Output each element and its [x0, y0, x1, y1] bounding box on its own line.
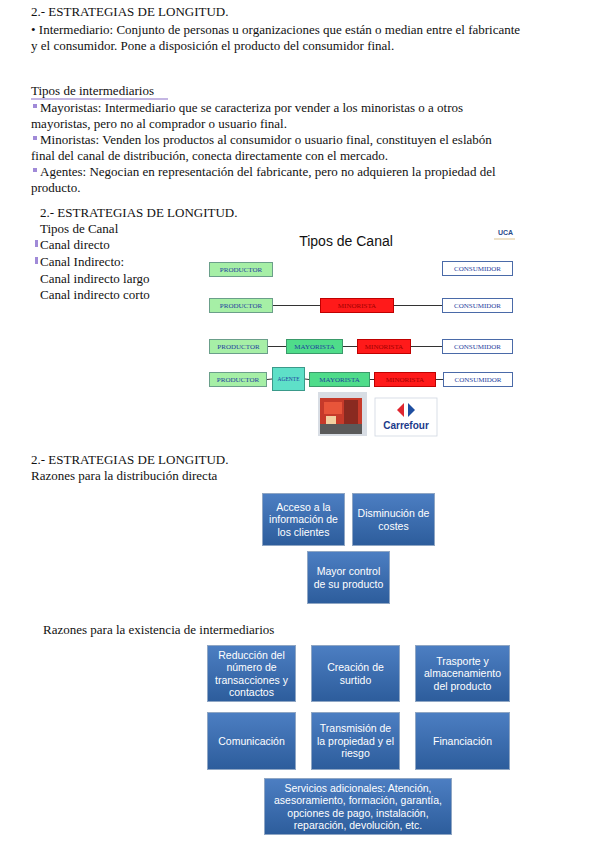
box-text: CONSUMIDOR — [454, 343, 501, 351]
channel-box: MINORISTA — [320, 298, 394, 313]
box-text: PRODUCTOR — [220, 266, 262, 274]
box-text: Disminución de costes — [357, 507, 430, 532]
channel-box: CONSUMIDOR — [442, 298, 513, 313]
box-text: MAYORISTA — [294, 343, 334, 351]
underline — [31, 98, 168, 99]
channel-box: MAYORISTA — [309, 372, 370, 387]
bullet-square — [33, 136, 37, 140]
list-item: Canal directo — [40, 237, 200, 253]
logo-background — [493, 235, 517, 245]
connector-line — [273, 305, 320, 306]
section-heading: 2.- ESTRATEGIAS DE LONGITUD. — [31, 452, 331, 468]
photo-building — [320, 398, 362, 434]
box-text: CONSUMIDOR — [454, 376, 501, 384]
reason-box: Trasporte y almacenamiento del producto — [415, 645, 510, 702]
reason-box: Reducción del número de transacciones y … — [207, 645, 296, 702]
reason-box: Comunicación — [207, 712, 296, 770]
reason-box: Transmisión de la propiedad y el riesgo — [311, 712, 400, 770]
store-photo — [318, 392, 367, 436]
connector-line — [436, 379, 443, 380]
box-text: Transmisión de la propiedad y el riesgo — [316, 722, 395, 760]
list-item: Canal indirecto largo — [40, 271, 200, 287]
connector-line — [394, 305, 442, 306]
subheading: Tipos de intermediarios — [31, 83, 331, 99]
box-text: Servicios adicionales: Atención, asesora… — [269, 782, 447, 832]
section-heading: 2.- ESTRATEGIAS DE LONGITUD. — [31, 4, 571, 20]
channel-box: PRODUCTOR — [209, 339, 268, 354]
subheading: Razones para la existencia de intermedia… — [43, 622, 363, 638]
reason-box: Servicios adicionales: Atención, asesora… — [264, 778, 452, 835]
box-text: Creación de surtido — [316, 661, 395, 686]
connector-line — [411, 346, 442, 347]
bullet-text: Agentes: Negocian en representación del … — [31, 164, 529, 196]
channel-box: MINORISTA — [357, 339, 411, 354]
list-item: Canal indirecto corto — [40, 287, 200, 303]
channel-box: CONSUMIDOR — [442, 261, 513, 276]
bullet-mark — [35, 257, 38, 264]
reason-box: Creación de surtido — [311, 645, 400, 702]
chart-title: Tipos de Canal — [286, 233, 406, 250]
channel-box: MAYORISTA — [286, 339, 343, 354]
box-text: Financiación — [433, 735, 492, 748]
photo-sky — [318, 392, 367, 436]
reason-box: Disminución de costes — [352, 493, 435, 546]
box-text: MAYORISTA — [319, 376, 359, 384]
channel-box: CONSUMIDOR — [442, 339, 513, 354]
subheading: Razones para la distribución directa — [31, 468, 331, 484]
logo-text: Carrefour — [375, 420, 437, 432]
channel-box: CONSUMIDOR — [443, 372, 513, 387]
box-text: Trasporte y almacenamiento del producto — [420, 655, 505, 693]
definition-text: • Intermediario: Conjunto de personas u … — [31, 22, 523, 54]
box-text: CONSUMIDOR — [454, 302, 501, 310]
channel-box: PRODUCTOR — [209, 298, 273, 313]
bullet-text: Minoristas: Venden los productos al cons… — [31, 132, 501, 164]
reason-box: Acceso a la información de los clientes — [262, 493, 345, 546]
box-text: PRODUCTOR — [217, 343, 259, 351]
logo-left-chevron — [397, 403, 404, 417]
box-text: PRODUCTOR — [217, 376, 259, 384]
list-item: Canal Indirecto: — [40, 254, 200, 270]
box-text: Mayor control de su producto — [312, 565, 385, 590]
connector-line — [267, 379, 272, 381]
logo-background — [375, 398, 437, 436]
bullet-text: Mayoristas: Intermediario que se caracte… — [31, 100, 517, 132]
box-text: AGENTE — [278, 375, 300, 383]
reason-box: Financiación — [415, 712, 510, 770]
channel-box: PRODUCTOR — [209, 262, 273, 277]
logo-stroke — [494, 239, 515, 240]
box-text: Comunicación — [218, 735, 285, 748]
logo-text: UCA — [498, 229, 518, 237]
box-text: Acceso a la información de los clientes — [267, 501, 340, 539]
photo-sign — [324, 402, 342, 414]
connector-line — [343, 346, 357, 347]
list-item: Tipos de Canal — [40, 221, 200, 237]
section-heading: 2.- ESTRATEGIAS DE LONGITUD. — [40, 205, 340, 221]
channel-box: MINORISTA — [374, 372, 436, 387]
box-text: MINORISTA — [386, 376, 424, 384]
logo-right-chevron — [408, 403, 415, 417]
channel-box: AGENTE — [272, 367, 305, 391]
reason-box: Mayor control de su producto — [307, 551, 390, 604]
photo-window — [326, 416, 336, 424]
bullet-square — [33, 104, 37, 108]
box-text: CONSUMIDOR — [454, 265, 501, 273]
box-text: MINORISTA — [365, 343, 403, 351]
bullet-mark — [35, 240, 38, 247]
box-text: MINORISTA — [338, 302, 376, 310]
channel-box: PRODUCTOR — [209, 372, 267, 387]
connector-line — [305, 379, 309, 381]
uca-logo — [493, 235, 517, 245]
box-text: PRODUCTOR — [220, 302, 262, 310]
box-text: Reducción del número de transacciones y … — [212, 649, 291, 699]
photo-street — [320, 424, 362, 434]
connector-line — [268, 346, 286, 347]
photo-tower — [344, 400, 358, 430]
carrefour-logo — [375, 398, 437, 436]
connector-line — [370, 379, 374, 380]
bullet-square — [33, 168, 37, 172]
